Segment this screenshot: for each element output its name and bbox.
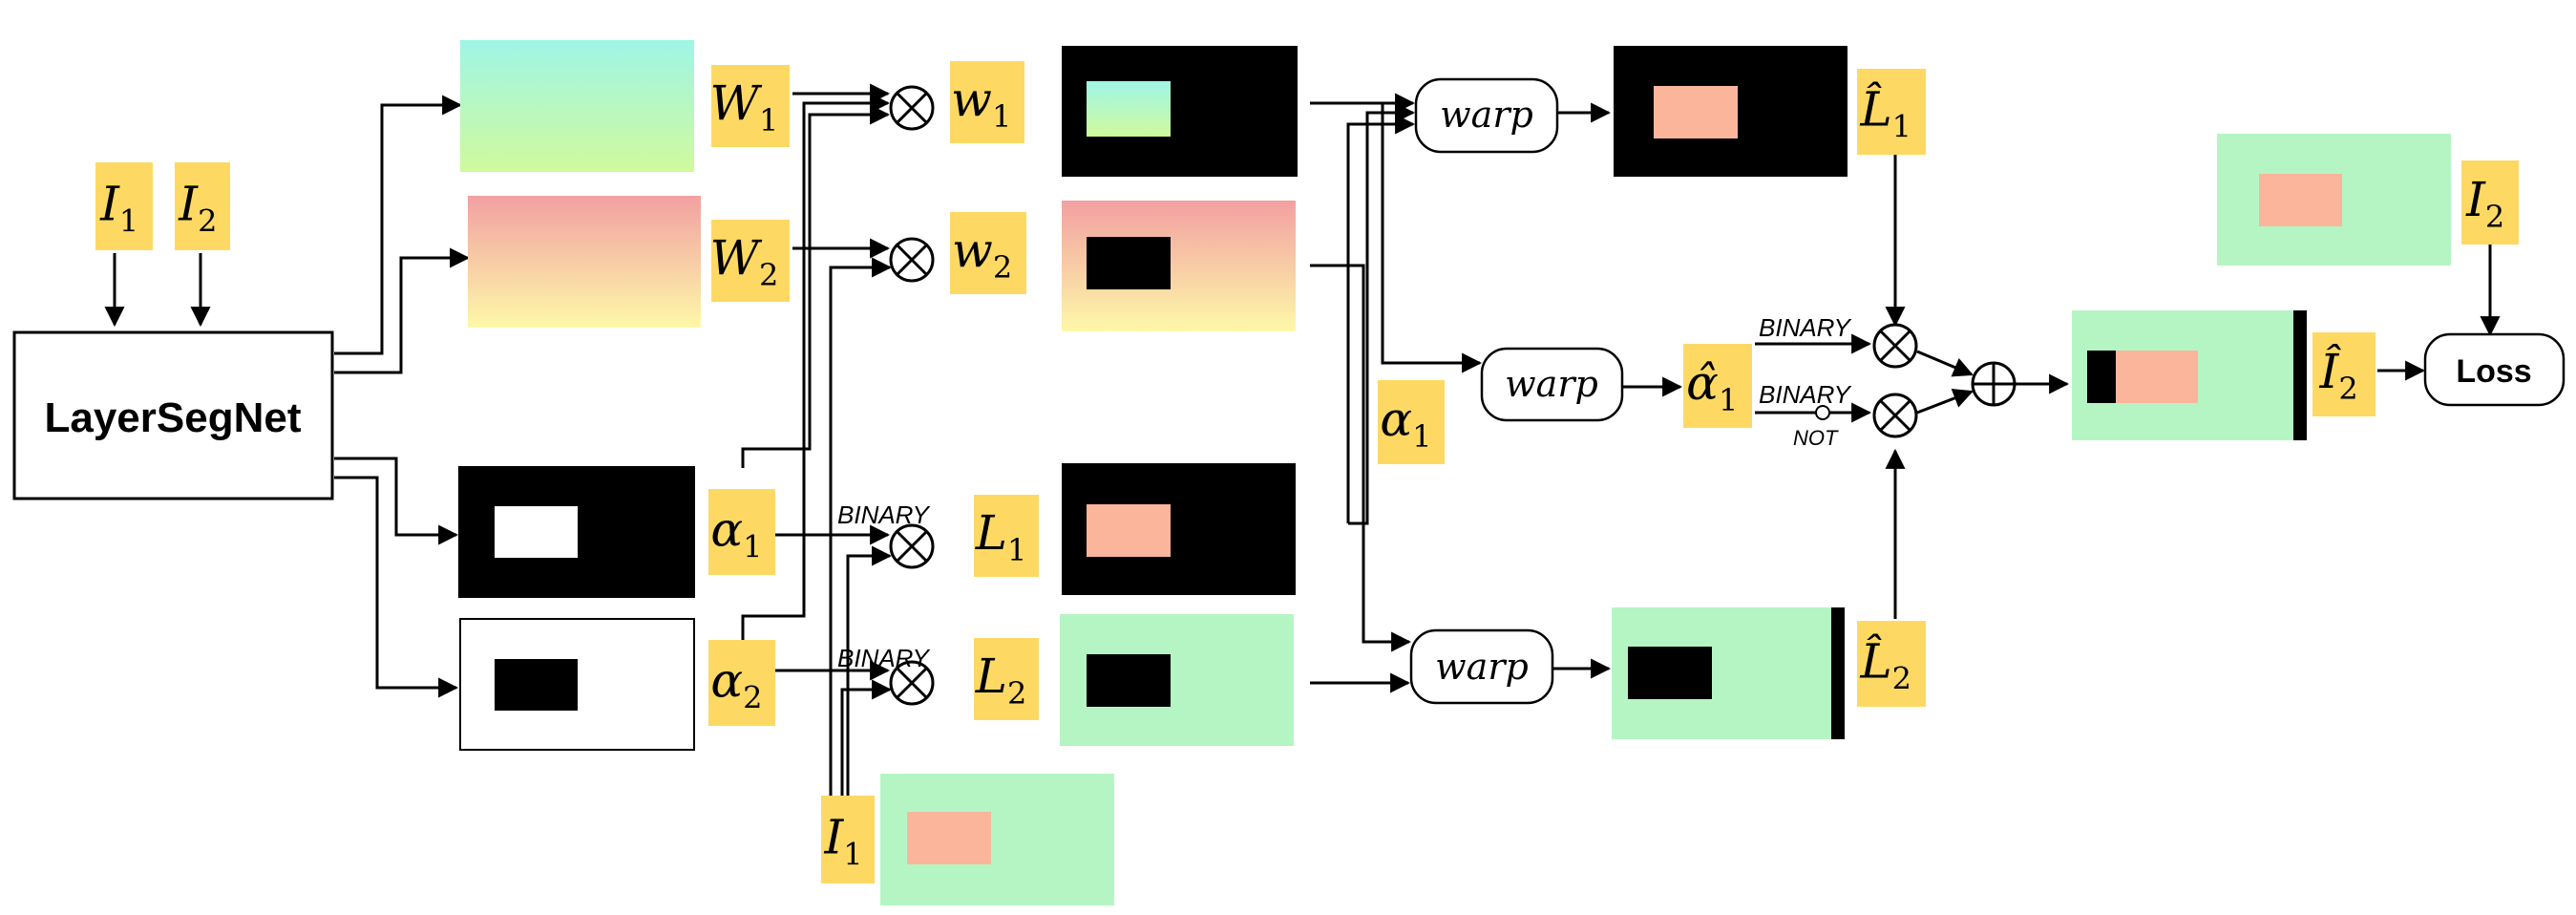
loss-box: Loss: [2423, 332, 2565, 407]
multiply-icon: [889, 523, 935, 569]
label-L1: L1: [974, 495, 1039, 577]
multiply-icon: [1872, 393, 1918, 438]
warp-box-2: warp: [1480, 347, 1624, 422]
svg-text:BINARY: BINARY: [1759, 313, 1851, 342]
arrow-I1-to-L2mul: [840, 679, 893, 800]
svg-text:BINARY: BINARY: [837, 644, 930, 672]
warp-box-3: warp: [1409, 628, 1554, 705]
label-W2: W2: [710, 220, 790, 302]
label-I2-hat: Î2: [2312, 332, 2375, 416]
label-alpha2: α2: [708, 640, 775, 726]
svg-text:BINARY: BINARY: [1759, 380, 1851, 409]
arrow-mul2-to-add: [1916, 389, 1974, 415]
arrow-mul1-to-add: [1916, 350, 1974, 377]
arrow-w1img-to-warp2: [1381, 103, 1483, 373]
label-L2-hat: L̂2: [1857, 621, 1926, 707]
arrow-alpha1-to-w1mul: [741, 104, 891, 468]
not-circle-icon: [1815, 405, 1830, 420]
label-L2: L2: [974, 638, 1039, 720]
W1-image: [460, 40, 694, 172]
arrow-net-to-alpha2: [334, 476, 459, 698]
label-w1: w1: [950, 61, 1024, 143]
label-L1-hat: L̂1: [1857, 69, 1926, 155]
label-I2-right: I2: [2461, 160, 2519, 245]
arrow-L1img-to-warp1-b: [1348, 102, 1416, 525]
arrow-L1img-to-warp1: [1346, 114, 1416, 523]
operator-nodes: [889, 85, 2016, 706]
label-alpha1: α1: [708, 489, 775, 575]
operator-boxes: warp warp warp Loss: [1409, 77, 2565, 705]
arrow-alpha2-to-w1mul: [741, 93, 891, 648]
multiply-icon: [889, 237, 935, 283]
multiply-icon: [1872, 323, 1918, 369]
label-alpha1-hat: α̂1: [1683, 344, 1752, 428]
multiply-icon: [889, 660, 935, 706]
layersegnet-label: LayerSegNet: [44, 394, 301, 441]
arrow-I1-to-L1mul: [846, 545, 893, 800]
add-icon: [1971, 361, 2016, 407]
arrow-w2img-to-warp3: [1310, 264, 1412, 652]
label-I1-bottom: I1: [821, 796, 875, 883]
svg-text:L1: L1: [975, 505, 1027, 568]
svg-text:α1: α1: [710, 501, 762, 564]
svg-text:I1: I1: [99, 177, 138, 240]
arrow-net-to-W2: [334, 247, 471, 374]
svg-text:BINARY: BINARY: [837, 500, 930, 529]
arrow-net-to-W1: [334, 95, 463, 355]
svg-text:warp: warp: [1440, 94, 1533, 136]
svg-text:warp: warp: [1435, 646, 1529, 688]
label-alpha1-mid: α1: [1378, 380, 1445, 464]
label-w2: w2: [950, 212, 1026, 294]
image-tiles: [458, 40, 2451, 905]
arrow-I1-to-w2mul: [829, 257, 893, 800]
layersegnet-block: LayerSegNet: [12, 330, 334, 500]
arrow-net-to-alpha1: [334, 457, 459, 545]
svg-text:w2: w2: [952, 223, 1012, 286]
label-I2-top: I2: [175, 162, 230, 250]
label-I1-top: I1: [95, 162, 153, 250]
svg-text:warp: warp: [1505, 363, 1598, 405]
warp-box-1: warp: [1414, 77, 1559, 154]
connectors: [104, 83, 2501, 800]
multiply-icon: [889, 85, 935, 131]
svg-text:NOT: NOT: [1793, 426, 1839, 450]
binary-labels: BINARY BINARY BINARY BINARY NOT: [837, 313, 1851, 672]
svg-text:Loss: Loss: [2456, 353, 2531, 390]
W2-image: [468, 196, 701, 328]
label-W1: W1: [710, 65, 790, 147]
